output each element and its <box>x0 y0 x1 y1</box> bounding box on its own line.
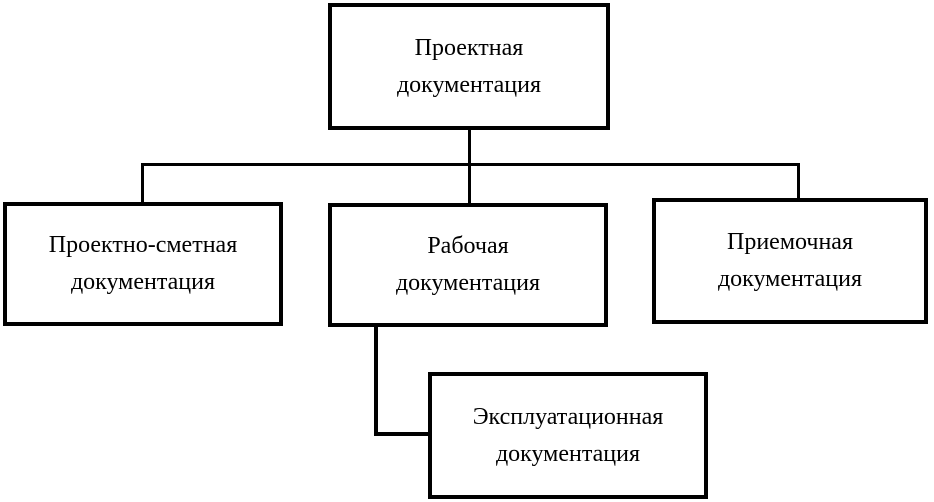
node-design-estimate-documentation: Проектно-сметная документация <box>3 202 283 326</box>
node-label-line: документация <box>395 270 541 296</box>
node-label-line: Рабочая <box>427 233 509 259</box>
node-label-line: документация <box>396 71 542 98</box>
node-label-line: Приемочная <box>727 229 853 255</box>
node-acceptance-documentation: Приемочная документация <box>652 198 928 324</box>
node-label-line: Проектно-сметная <box>48 232 238 258</box>
node-label-line: документация <box>70 269 216 295</box>
connector-branch-to-acceptance <box>797 163 800 199</box>
connector-branch-to-design-estimate <box>141 163 144 203</box>
node-label-line: документация <box>717 266 863 292</box>
node-label-line: Эксплуатационная <box>472 403 664 430</box>
connector-into-operational <box>374 432 430 436</box>
node-label-line: документация <box>495 440 641 467</box>
node-operational-documentation: Эксплуатационная документация <box>428 372 708 499</box>
connector-branch-horizontal-line <box>141 163 800 166</box>
node-label-line: Проектная <box>414 34 524 61</box>
connector-working-down-line <box>374 326 378 436</box>
node-working-documentation: Рабочая документация <box>328 203 608 327</box>
connector-project-to-branch-line <box>468 128 471 204</box>
node-project-documentation: Проектная документация <box>328 3 610 130</box>
